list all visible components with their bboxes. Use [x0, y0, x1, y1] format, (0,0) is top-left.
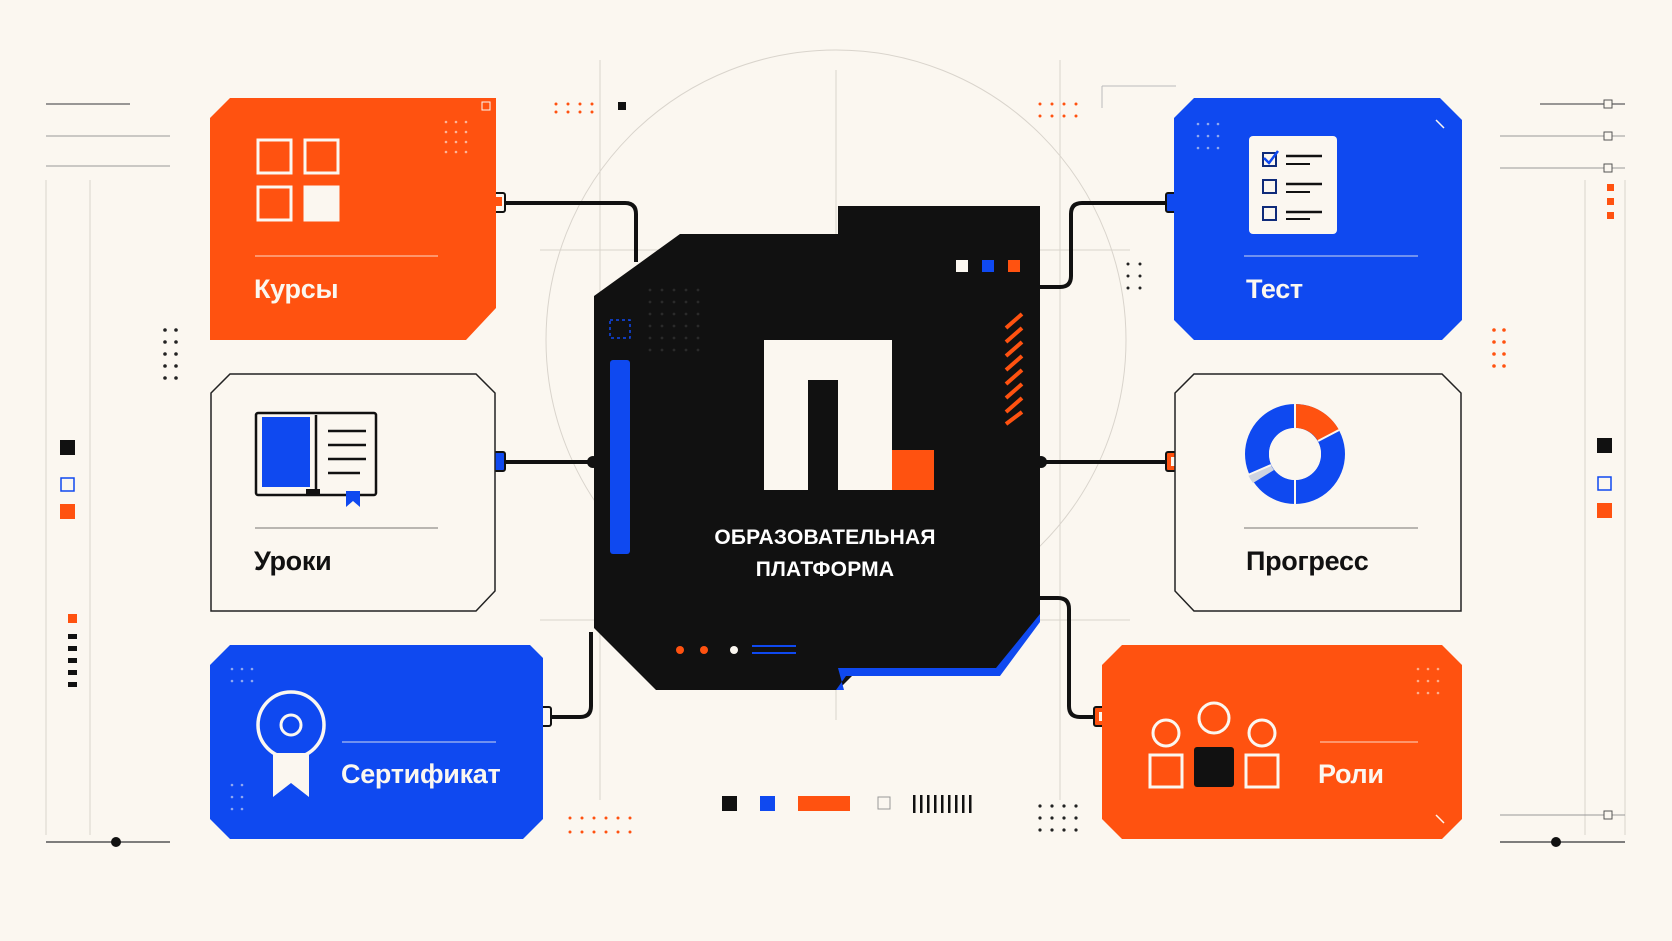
hub-title-line-2: ПЛАТФОРМА — [755, 558, 895, 581]
hub-title-line-1: ОБРАЗОВАТЕЛЬНАЯ — [714, 526, 936, 549]
module-card-test[interactable]: Тест — [1174, 98, 1462, 340]
checklist-icon — [1249, 136, 1337, 234]
connector-test — [1040, 201, 1176, 289]
dot-accents — [554, 102, 1506, 834]
left-edge-decoration — [46, 103, 170, 847]
card-shape — [1102, 645, 1462, 839]
module-card-courses[interactable]: Курсы — [210, 98, 496, 340]
connector-certificate — [542, 632, 593, 719]
top-marker-square — [618, 102, 626, 110]
connector-courses — [494, 201, 638, 262]
module-card-lessons[interactable]: Уроки — [210, 373, 496, 612]
central-hub — [594, 206, 1040, 690]
module-card-progress[interactable]: Прогресс — [1174, 373, 1462, 612]
card-shape — [210, 645, 543, 839]
card-shape — [210, 373, 496, 612]
card-label: Тест — [1246, 274, 1303, 304]
bottom-legend-strip — [722, 795, 972, 813]
card-shape — [1174, 373, 1462, 612]
open-book-icon — [254, 411, 378, 507]
right-edge-decoration — [1500, 99, 1625, 847]
card-label: Роли — [1318, 759, 1384, 789]
hub-title: ОБРАЗОВАТЕЛЬНАЯ ПЛАТФОРМА — [640, 522, 1010, 586]
card-shape — [1174, 98, 1462, 340]
module-card-certificate[interactable]: Сертификат — [210, 645, 543, 839]
grid-icon — [256, 138, 340, 222]
card-label: Курсы — [254, 274, 339, 304]
card-shape — [210, 98, 496, 340]
dot-accents-dark — [163, 262, 1142, 832]
certificate-medal-icon — [256, 690, 326, 797]
connectors — [494, 201, 1176, 719]
donut-chart-icon — [1245, 403, 1345, 504]
card-label: Прогресс — [1246, 546, 1369, 576]
card-label: Уроки — [254, 546, 332, 576]
module-card-roles[interactable]: Роли — [1102, 645, 1462, 839]
connector-roles — [1040, 596, 1104, 719]
card-label: Сертификат — [341, 759, 501, 789]
users-group-icon — [1148, 701, 1280, 789]
platform-p-logo-icon — [764, 340, 934, 490]
